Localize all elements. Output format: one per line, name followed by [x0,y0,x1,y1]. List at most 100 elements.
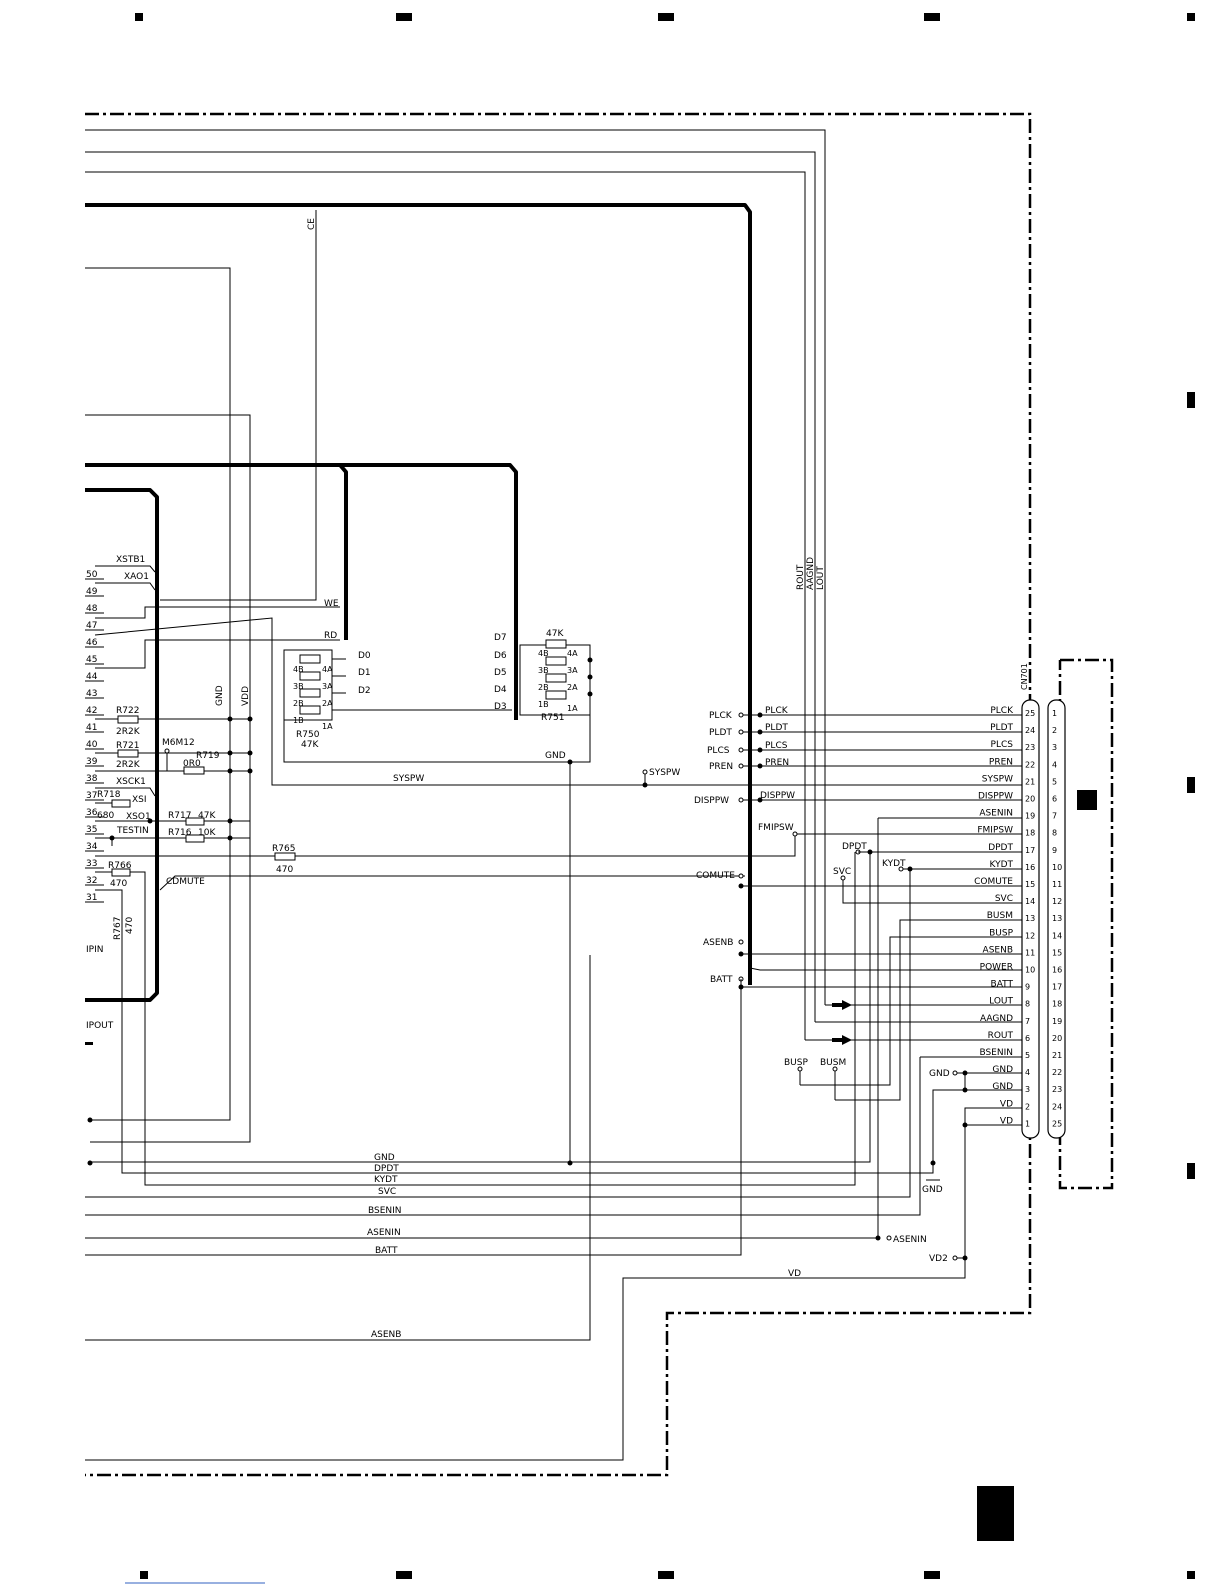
label-xstb1: XSTB1 [116,555,145,565]
r751-pin-4b: 4B [538,649,549,658]
bottom-gnd: GND [374,1153,395,1163]
ic-pin-number: 41 [86,723,97,733]
mate-pin-number: 25 [1052,1119,1062,1128]
r750-pin-3b: 3B [293,682,304,691]
label-we: WE [324,599,339,609]
connector-pin-number: 5 [1025,1051,1030,1060]
r765-value: 470 [276,865,293,875]
connector-pin-number: 20 [1025,795,1035,804]
terminal-comute: COMUTE [696,871,735,881]
r719-ref: R719 [196,751,220,761]
bottom-kydt: KYDT [374,1175,398,1185]
connector-signal: PREN [989,757,1013,767]
r680-value: 680 [97,811,114,821]
bus-plcs: PLCS [765,741,788,751]
connector-signal: ASENB [983,945,1013,955]
terminal-plck: PLCK [709,711,733,721]
r751-pin-1a: 1A [567,704,578,713]
bottom-asenb: ASENB [371,1330,401,1340]
connector-pin-number: 18 [1025,829,1035,838]
board-outline [85,112,1114,1477]
r751-pin-2b: 2B [538,683,549,692]
ic-pin-number: 45 [86,655,97,665]
connector-pin-number: 4 [1025,1068,1030,1077]
ic-pin-number: 49 [86,587,98,597]
resistor-pack-r751: 4B 3B 2B 1B 4A 3A 2A 1A 47K R751 D7 D6 D… [494,629,593,723]
label-vdd-vertical: VDD [241,686,251,706]
r717-value: 47K [198,811,216,821]
bottom-asenin: ASENIN [367,1228,401,1238]
connector-signal: LOUT [989,997,1013,1007]
bus-lines [85,203,752,1002]
r765-ref: R765 [272,844,295,854]
mate-pin-number: 19 [1052,1017,1062,1026]
connector-signal: VD [1000,1116,1013,1126]
bus-pldt: PLDT [765,723,788,733]
r767-ref: R767 [113,917,123,940]
connector-signal: DISPPW [978,792,1013,802]
mate-pin-number: 9 [1052,846,1057,855]
bus-plck: PLCK [765,706,789,716]
mate-pin-number: 21 [1052,1051,1062,1060]
mate-pin-number: 7 [1052,812,1057,821]
connector-pin-number: 13 [1025,914,1035,923]
mate-pin-number: 20 [1052,1034,1062,1043]
r716-value: 10K [198,828,216,838]
label-rout-vertical: ROUT [796,564,806,590]
data-d6: D6 [494,651,507,661]
mate-pin-number: 13 [1052,914,1062,923]
mate-pin-number: 24 [1052,1102,1062,1111]
data-d0: D0 [358,651,371,661]
mate-pin-number: 5 [1052,777,1057,786]
connector-signal: SYSPW [982,774,1013,784]
r721-ref: R721 [116,741,139,751]
terminal-kydt: KYDT [882,859,906,869]
connector-signal: PLDT [990,723,1013,733]
ic-pin-number: 40 [86,740,98,750]
connector-pin-number: 25 [1025,709,1035,718]
ic-pin-number: 50 [86,570,98,580]
r718-ref: R718 [97,790,121,800]
connector-pin-number: 11 [1025,948,1035,957]
connector-signal: FMIPSW [977,826,1013,836]
label-ipin: IPIN [86,945,103,955]
terminal-busp: BUSP [784,1058,808,1068]
ic-pin-number: 38 [86,774,98,784]
top-wires [85,129,826,1143]
data-d2: D2 [358,686,371,696]
data-d3: D3 [494,702,507,712]
r750-pin-3a: 3A [322,682,333,691]
ic-pin-number: 34 [86,842,98,852]
r767-value: 470 [125,917,135,934]
connector-pin-number: 10 [1025,966,1035,975]
connector-signal: KYDT [989,860,1013,870]
r750-pin-4b: 4B [293,665,304,674]
data-d1: D1 [358,668,371,678]
connector-pin-number: 9 [1025,983,1030,992]
data-d5: D5 [494,668,507,678]
r751-pin-1b: 1B [538,700,549,709]
mate-pin-number: 16 [1052,966,1062,975]
label-rd: RD [324,631,337,641]
ic-pin-number: 36 [86,808,98,818]
r716-ref: R716 [168,828,192,838]
connector-pin-number: 14 [1025,897,1035,906]
mate-pin-number: 14 [1052,931,1062,940]
r719-value: 0R0 [183,759,201,769]
label-cdmute: CDMUTE [166,877,205,887]
connector-signal: BSENIN [979,1048,1013,1058]
data-d7: D7 [494,633,507,643]
connector-signal: GND [992,1082,1013,1092]
r750-pin-1b: 1B [293,716,304,725]
bottom-dpdt: DPDT [374,1164,399,1174]
label-xao1: XAO1 [124,572,149,582]
connector-signal: PLCK [990,706,1014,716]
ic-pin-number: 31 [86,893,97,903]
label-ce: CE [307,218,317,230]
connector-signal: POWER [980,963,1013,973]
mate-pin-number: 17 [1052,983,1062,992]
mate-pin-number: 3 [1052,743,1057,752]
connector-signal: VD [1000,1099,1013,1109]
